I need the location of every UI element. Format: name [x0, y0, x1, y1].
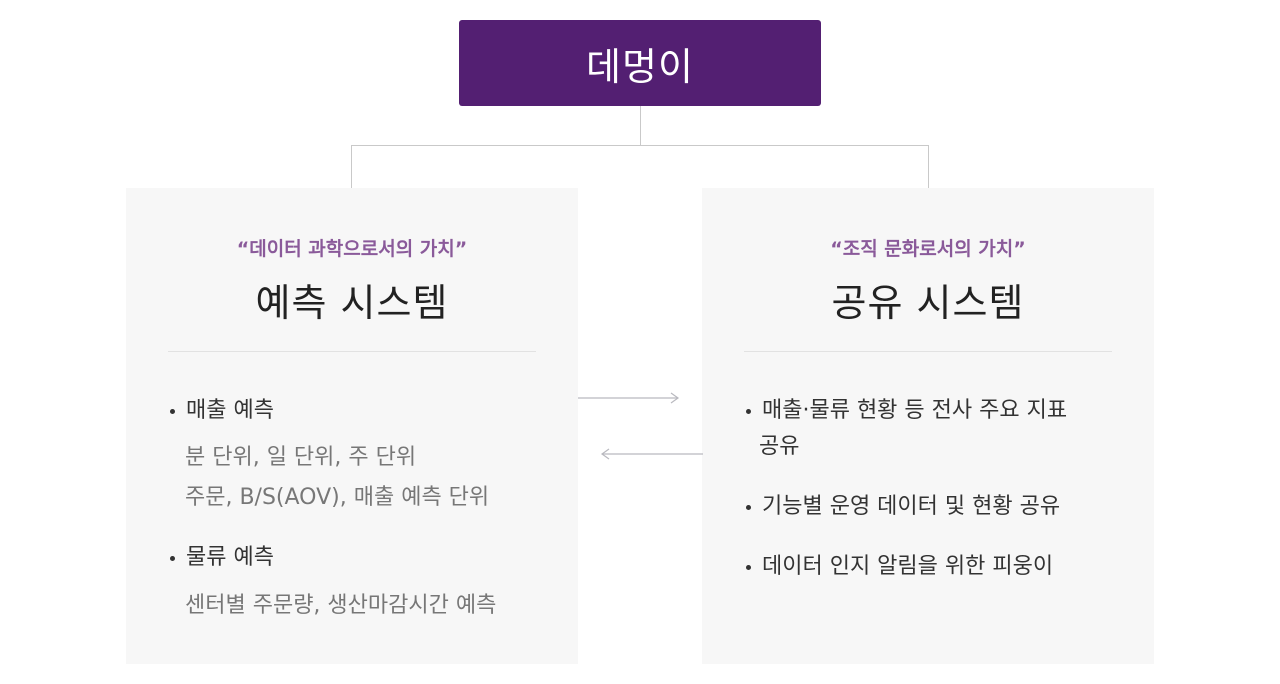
panel-subtitle: “조직 문화로서의 가치” — [830, 238, 1026, 260]
list-item-label-continued: 공유 — [759, 434, 800, 459]
root-label: 데멍이 — [586, 44, 694, 89]
root-node: 데멍이 — [459, 20, 821, 106]
list-item-label: 데이터 인지 알림을 위한 피웅이 — [762, 554, 1054, 579]
list-item: 매출·물류 현황 등 전사 주요 지표 공유 — [744, 393, 1122, 465]
list-item-label: 물류 예측 — [186, 545, 274, 570]
panel-divider — [744, 351, 1112, 352]
arrow-right-icon — [578, 392, 680, 404]
list-item: 기능별 운영 데이터 및 현황 공유 — [744, 489, 1122, 525]
list-item-label: 매출 예측 — [186, 398, 274, 423]
list-item-label: 매출·물류 현황 등 전사 주요 지표 — [762, 398, 1068, 423]
connector-vertical-right — [928, 145, 929, 188]
list-item-label: 기능별 운영 데이터 및 현황 공유 — [762, 494, 1061, 519]
prediction-system-panel: “데이터 과학으로서의 가치” 예측 시스템 매출 예측 분 단위, 일 단위,… — [126, 188, 578, 664]
connector-vertical-root — [640, 106, 641, 146]
panel-subtitle: “데이터 과학으로서의 가치” — [236, 238, 468, 260]
arrow-left-icon — [600, 448, 703, 460]
sharing-system-panel: “조직 문화로서의 가치” 공유 시스템 매출·물류 현황 등 전사 주요 지표… — [702, 188, 1154, 664]
panel-title: 예측 시스템 — [255, 281, 449, 325]
list-item-detail: 주문, B/S(AOV), 매출 예측 단위 — [185, 485, 490, 510]
panel-divider — [168, 351, 536, 352]
connector-vertical-left — [351, 145, 352, 188]
connector-horizontal — [351, 145, 929, 146]
list-item: 데이터 인지 알림을 위한 피웅이 — [744, 549, 1122, 585]
list-item: 물류 예측 — [168, 540, 546, 576]
panel-title: 공유 시스템 — [831, 281, 1025, 325]
list-item-detail: 분 단위, 일 단위, 주 단위 — [185, 445, 417, 470]
list-item-detail: 센터별 주문량, 생산마감시간 예측 — [185, 593, 497, 618]
list-item: 매출 예측 — [168, 393, 546, 429]
